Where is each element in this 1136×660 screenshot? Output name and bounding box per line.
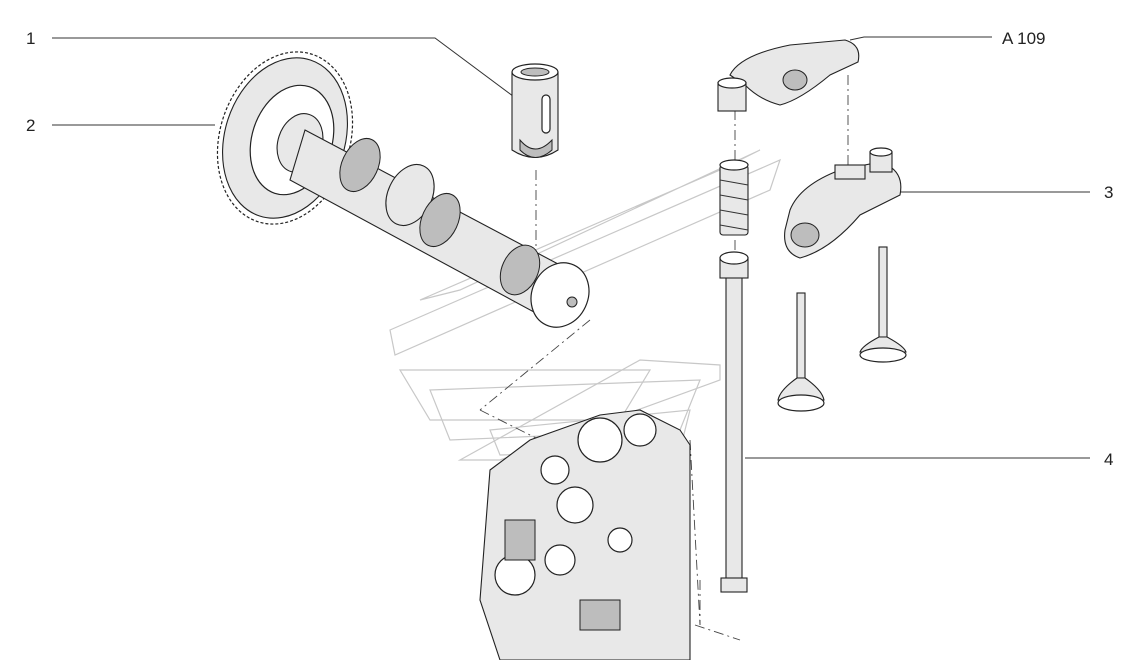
tappet: [511, 63, 559, 159]
engine-block: [479, 409, 691, 660]
callout-4: 4: [1104, 450, 1114, 469]
assembly-axis-lines: [479, 75, 849, 641]
intake-valve: [777, 292, 825, 412]
push-rod: [719, 251, 749, 593]
callout-1: 1: [26, 29, 36, 48]
camshaft: [289, 129, 590, 328]
exhaust-valve: [859, 246, 907, 363]
leader-lines: [52, 36, 1090, 459]
callout-3: 3: [1104, 183, 1114, 202]
rocker-arm-lower: [784, 147, 902, 259]
callout-2: 2: [26, 116, 36, 135]
valve-spring: [719, 159, 749, 236]
callout-a109: A 109: [1002, 29, 1046, 48]
rocker-arm-upper: [717, 39, 860, 112]
